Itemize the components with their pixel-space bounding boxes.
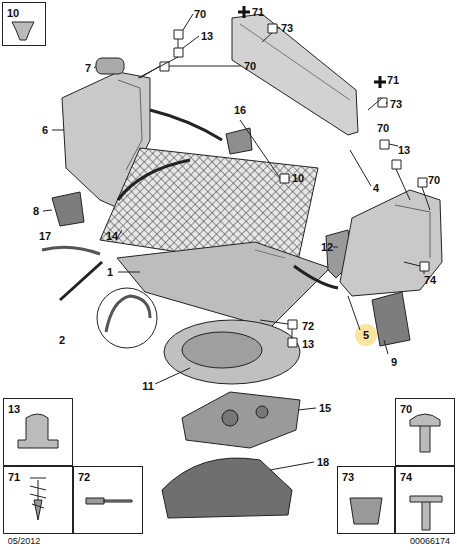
- callout-number: 11: [142, 380, 154, 392]
- callout-number: 72: [74, 469, 94, 485]
- callout-number: 14: [106, 230, 118, 242]
- inset-box: 71: [3, 466, 73, 534]
- callout-number: 13: [398, 144, 410, 156]
- callout-number: 70: [194, 8, 206, 20]
- callout-number: 71: [4, 469, 24, 485]
- inset-box: 72: [73, 466, 143, 534]
- callout-number: 71: [387, 74, 399, 86]
- callout-number: 70: [377, 122, 389, 134]
- callout-number: 13: [302, 338, 314, 350]
- callout-number: 73: [390, 98, 402, 110]
- callout-number: 18: [317, 456, 329, 468]
- callout-number: 73: [281, 22, 293, 34]
- callout-number: 70: [428, 174, 440, 186]
- callout-number: 16: [234, 104, 246, 116]
- callout-number: 13: [201, 30, 213, 42]
- callout-number: 74: [424, 274, 436, 286]
- callout-number: 6: [42, 124, 48, 136]
- callout-number: 8: [33, 205, 39, 217]
- callout-number: 12: [321, 241, 333, 253]
- inset-box: 73: [337, 466, 395, 534]
- callout-number: 10: [292, 172, 304, 184]
- callout-number: 74: [396, 469, 416, 485]
- callout-number: 15: [319, 402, 331, 414]
- callout-number: 13: [4, 401, 24, 417]
- inset-box: 10: [2, 2, 46, 46]
- callout-number: 2: [59, 334, 65, 346]
- callout-number: 9: [391, 356, 397, 368]
- callout-number: 72: [302, 320, 314, 332]
- inset-box: 70: [395, 398, 455, 466]
- callout-number: 5: [363, 329, 369, 341]
- inset-box: 74: [395, 466, 455, 534]
- callout-number: 70: [396, 401, 416, 417]
- callout-number: 1: [107, 266, 113, 278]
- callout-number: 17: [39, 230, 51, 242]
- drawing-code: 00066174: [410, 537, 450, 547]
- callout-number: 4: [373, 182, 379, 194]
- callout-number: 70: [244, 60, 256, 72]
- callout-number: 71: [252, 6, 264, 18]
- inset-box: 13: [3, 398, 73, 466]
- callout-number: 10: [3, 5, 23, 21]
- callout-number: 7: [85, 62, 91, 74]
- callout-number: 73: [338, 469, 358, 485]
- drawing-code: 05/2012: [8, 537, 41, 547]
